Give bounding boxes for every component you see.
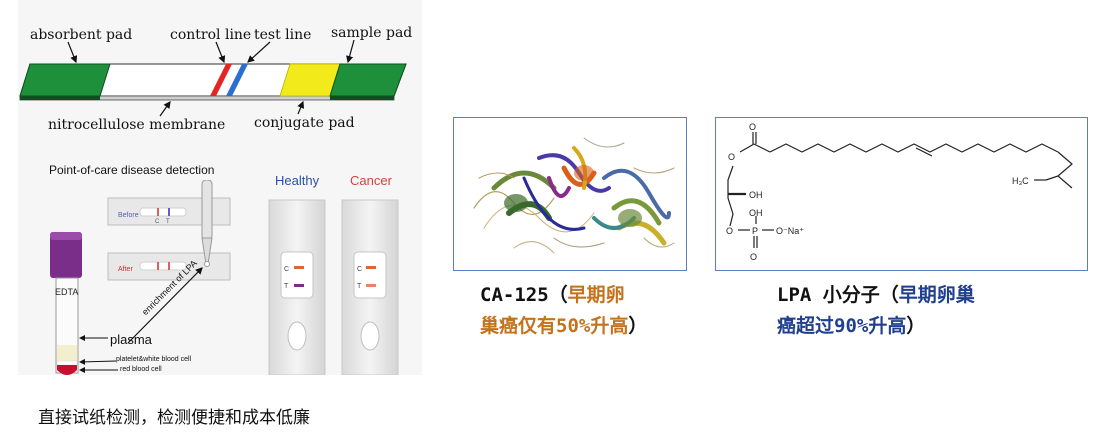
cancer-c-line (366, 266, 376, 269)
before-c-line (157, 208, 159, 216)
label-sample-pad: sample pad (331, 25, 413, 41)
lpa-note-2: 癌超过90%升高 (777, 315, 907, 337)
arrow-nitro (159, 101, 171, 117)
lpa-structure-image: O O OH O P OH O⁻Na⁺ O H₃C (715, 117, 1088, 271)
test-strip-diagram (19, 40, 407, 117)
tube-plasma (57, 345, 77, 361)
lpa-close-paren: ） (906, 315, 926, 337)
label-after: After (118, 266, 133, 273)
ca125-caption: CA-125（早期卵 巢癌仅有50%升高） (480, 280, 647, 342)
atom-h3c: H₃C (1012, 176, 1029, 186)
label-cancer: Cancer (350, 173, 392, 188)
label-healthy: Healthy (275, 173, 320, 188)
enrichment-arrow (127, 267, 203, 344)
ca125-close-paren: ） (628, 315, 648, 337)
cancer-sample-well (360, 321, 380, 351)
atom-p: P (752, 226, 758, 236)
label-nitrocellulose: nitrocellulose membrane (48, 117, 226, 133)
label-control-line: control line (170, 27, 252, 43)
before-c-mark: C (155, 219, 160, 225)
arrow-test (247, 41, 271, 63)
label-conjugate-pad: conjugate pad (254, 115, 355, 131)
label-platelet: platelet&white blood cell (116, 356, 192, 363)
lpa-open-paren: （ (879, 284, 899, 306)
cancer-t-mark: T (357, 283, 362, 290)
sample-pad (329, 63, 407, 97)
control-line (210, 64, 232, 96)
atom-o-carbonyl: O (749, 122, 756, 132)
tube-cap (50, 232, 82, 278)
lpa-note-1: 早期卵巢 (898, 284, 975, 306)
footer-caption: 直接试纸检测，检测便捷和成本低廉 (38, 408, 310, 428)
lpa-caption: LPA 小分子（早期卵巢 癌超过90%升高） (777, 280, 975, 342)
arrow-sample (346, 40, 355, 64)
healthy-sample-well (287, 321, 307, 351)
arrow-conjugate (297, 100, 305, 115)
label-plasma: plasma (110, 332, 152, 347)
ca125-note-1: 早期卵 (567, 284, 625, 306)
atom-o-na: O⁻Na⁺ (776, 226, 804, 236)
arrow-control (215, 41, 226, 64)
protein-ribbon-illustration (473, 137, 675, 254)
atom-o-ester: O (728, 152, 735, 162)
ca125-name: CA-125 (480, 284, 549, 306)
cancer-c-mark: C (357, 266, 363, 273)
lpa-name: LPA 小分子 (777, 284, 880, 306)
before-t-line (168, 208, 170, 216)
pipette (201, 180, 213, 241)
ca125-note-2: 巢癌仅有50%升高 (480, 315, 629, 337)
label-rbc: red blood cell (120, 366, 162, 373)
atom-oh-phosphate: OH (749, 208, 763, 218)
label-absorbent-pad: absorbent pad (30, 27, 133, 43)
label-test-line: test line (254, 27, 312, 43)
absorbent-pad (19, 63, 111, 97)
poc-title: Point-of-care disease detection (49, 163, 215, 177)
label-edta: EDTA (55, 287, 79, 297)
healthy-c-line (294, 266, 304, 269)
before-t-mark: T (166, 219, 170, 225)
label-before: Before (118, 212, 139, 219)
after-c-line (157, 262, 159, 270)
arrow-absorbent (67, 41, 78, 64)
lpa-molecule-drawing: O O OH O P OH O⁻Na⁺ O H₃C (726, 122, 1073, 262)
healthy-t-mark: T (284, 283, 289, 290)
tube-blood (57, 365, 77, 375)
poc-diagram (50, 180, 399, 375)
healthy-t-line (294, 284, 304, 287)
ca125-structure-image (453, 117, 687, 271)
healthy-c-mark: C (284, 266, 290, 273)
after-t-line (168, 262, 170, 270)
atom-o-phosphoester: O (726, 226, 733, 236)
cancer-t-line (366, 284, 376, 287)
atom-oh-glycerol: OH (749, 190, 763, 200)
test-line (226, 64, 248, 96)
ca125-open-paren: （ (548, 284, 568, 306)
atom-o-phosphoryl: O (750, 252, 757, 262)
